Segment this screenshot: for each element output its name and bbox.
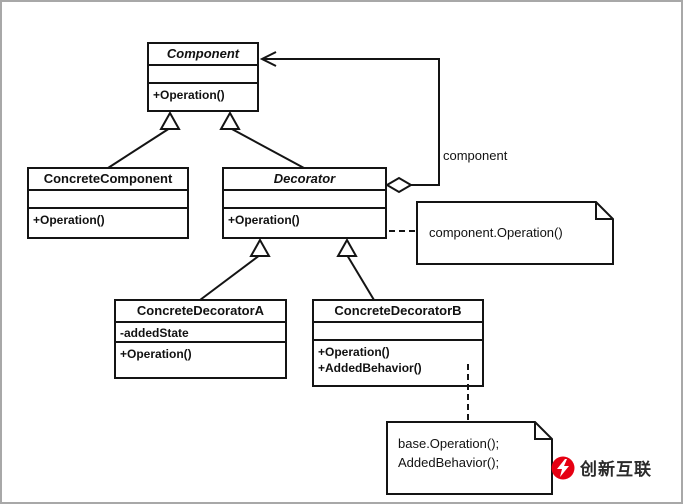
class-box-decorator: Decorator +Operation(): [222, 167, 387, 239]
method-operation: +Operation(): [120, 347, 192, 361]
open-arrowhead-icon: [259, 51, 277, 67]
note-fold-corner: [534, 422, 552, 440]
class-methods-decorator: +Operation(): [224, 209, 385, 237]
class-title-concrete-decorator-b: ConcreteDecoratorB: [314, 301, 482, 323]
class-attributes-decorator: [224, 191, 385, 209]
note-line-2: AddedBehavior();: [398, 455, 500, 470]
class-attributes-concrete-component: [29, 191, 187, 209]
class-attributes-component: [149, 66, 257, 84]
note-text-base-operation: base.Operation(); AddedBehavior();: [398, 434, 499, 472]
note-line-1: base.Operation();: [398, 436, 500, 451]
class-box-component: Component +Operation(): [147, 42, 259, 112]
method-operation: +Operation(): [33, 213, 105, 227]
class-attributes-concrete-decorator-a: -addedState: [116, 323, 285, 343]
class-attributes-concrete-decorator-b: [314, 323, 482, 341]
generalization-line-concrete-component: [107, 127, 171, 169]
lightning-bolt-icon: [551, 456, 575, 480]
generalization-line-concrete-decorator-b: [346, 254, 375, 301]
method-operation: +Operation(): [153, 88, 225, 102]
class-title-component: Component: [149, 44, 257, 66]
watermark-logo: 创新互联: [551, 455, 652, 480]
class-methods-concrete-decorator-a: +Operation(): [116, 343, 285, 377]
class-title-concrete-decorator-a: ConcreteDecoratorA: [116, 301, 285, 323]
generalization-line-decorator: [229, 127, 305, 169]
aggregation-diamond-icon: [385, 176, 413, 194]
hollow-triangle-icon: [219, 110, 241, 130]
watermark-text: 创新互联: [580, 460, 652, 479]
method-operation: +Operation(): [228, 213, 300, 227]
class-box-concrete-component: ConcreteComponent +Operation(): [27, 167, 189, 239]
class-methods-component: +Operation(): [149, 84, 257, 110]
attribute-added-state: -addedState: [120, 326, 189, 340]
class-box-concrete-decorator-b: ConcreteDecoratorB +Operation() +AddedBe…: [312, 299, 484, 387]
class-title-decorator: Decorator: [224, 169, 385, 191]
note-text-component-operation: component.Operation(): [429, 225, 563, 240]
class-methods-concrete-decorator-b: +Operation() +AddedBehavior(): [314, 341, 482, 385]
class-methods-concrete-component: +Operation(): [29, 209, 187, 237]
hollow-triangle-icon: [159, 110, 181, 130]
generalization-line-concrete-decorator-a: [199, 254, 261, 301]
aggregation-role-label: component: [443, 148, 508, 163]
hollow-triangle-icon: [249, 237, 271, 257]
class-title-concrete-component: ConcreteComponent: [29, 169, 187, 191]
hollow-triangle-icon: [336, 237, 358, 257]
method-operation: +Operation(): [318, 345, 390, 359]
note-fold-corner: [595, 202, 613, 220]
method-added-behavior: +AddedBehavior(): [318, 361, 422, 375]
class-box-concrete-decorator-a: ConcreteDecoratorA -addedState +Operatio…: [114, 299, 287, 379]
